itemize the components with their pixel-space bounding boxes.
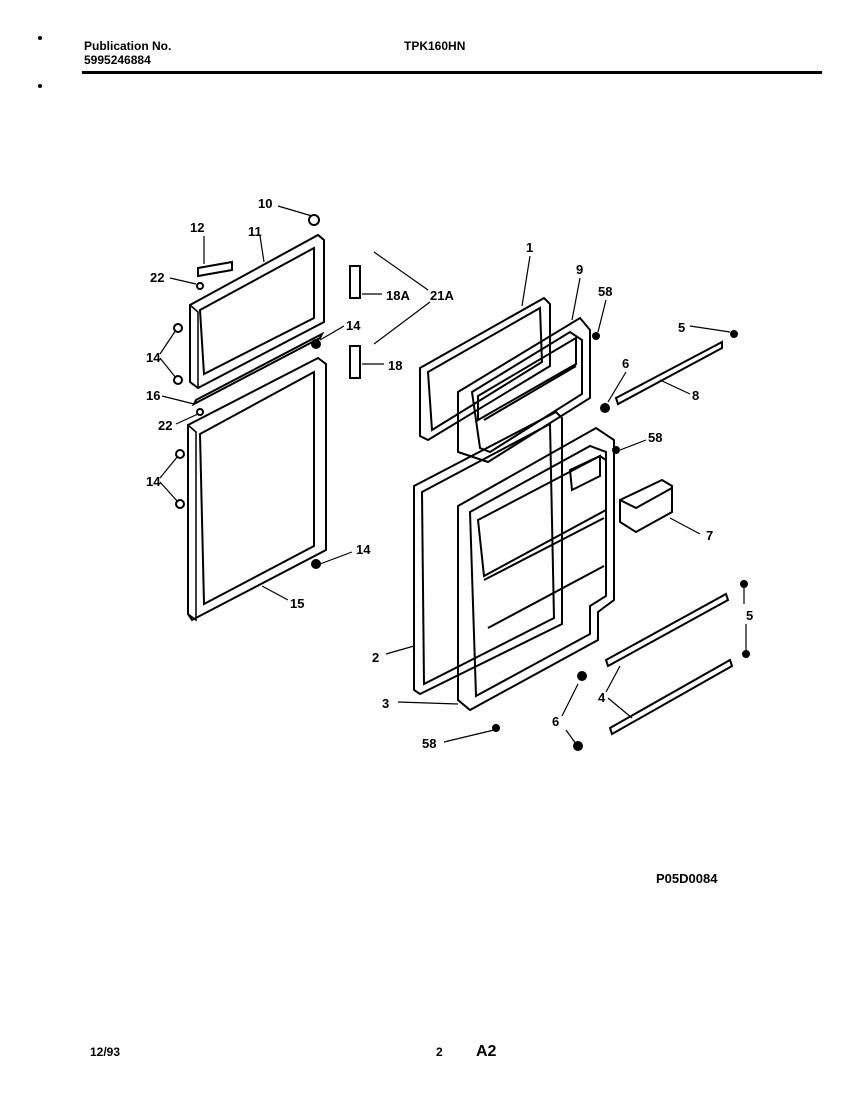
- part-58-screw: [492, 724, 500, 732]
- callout-14: 14: [346, 318, 361, 333]
- part-4-trim-upper: [604, 592, 730, 668]
- callout-14: 14: [146, 350, 161, 365]
- footer-date: 12/93: [90, 1045, 121, 1059]
- callout-7: 7: [706, 528, 713, 543]
- callout-22: 22: [150, 270, 164, 285]
- part-58-screw: [612, 446, 620, 454]
- callout-6: 6: [552, 714, 559, 729]
- part-6-hinge-pin: [577, 671, 587, 681]
- callout-58: 58: [598, 284, 612, 299]
- part-18a-handle: [349, 265, 361, 299]
- callout-8: 8: [692, 388, 699, 403]
- callout-22: 22: [158, 418, 172, 433]
- callout-5: 5: [746, 608, 753, 623]
- footer-page: 2: [436, 1045, 443, 1059]
- part-12-strip: [197, 260, 233, 278]
- callout-58: 58: [648, 430, 662, 445]
- part-58-screw: [592, 332, 600, 340]
- publication-label: Publication No.: [84, 39, 172, 53]
- part-15-fresh-food-door-frame: [187, 356, 327, 622]
- part-11-freezer-door-frame: [189, 233, 325, 390]
- part-14-plug: [173, 323, 183, 333]
- callout-21a: 21A: [430, 288, 454, 303]
- part-5-screw: [730, 330, 738, 338]
- callout-58: 58: [422, 736, 436, 751]
- callout-3: 3: [382, 696, 389, 711]
- part-14-plug: [175, 499, 185, 509]
- header-rule: [82, 71, 822, 74]
- callout-14: 14: [356, 542, 371, 557]
- part-14-plug: [311, 339, 321, 349]
- callout-11: 11: [248, 224, 262, 239]
- part-22-screw: [196, 282, 204, 290]
- callout-1: 1: [526, 240, 533, 255]
- diagram-reference-code: P05D0084: [656, 871, 718, 886]
- part-14-plug: [175, 449, 185, 459]
- part-4-trim-lower: [608, 658, 734, 736]
- part-14-plug: [173, 375, 183, 385]
- callout-10: 10: [258, 196, 272, 211]
- part-22-screw: [196, 408, 204, 416]
- part-2-lower-door-gasket: [413, 410, 563, 696]
- part-6-hinge-pin: [600, 403, 610, 413]
- part-7-door-bin: [619, 478, 673, 534]
- leader-lines: [159, 205, 747, 745]
- margin-dot: [38, 36, 42, 40]
- margin-dot: [38, 84, 42, 88]
- part-18-handle: [349, 345, 361, 379]
- part-1-upper-door-gasket: [419, 296, 551, 442]
- part-10-cap: [308, 214, 320, 226]
- part-14-plug: [311, 559, 321, 569]
- part-3-fresh-food-door-liner: [457, 426, 615, 712]
- part-9-freezer-door-liner: [457, 316, 591, 464]
- publication-number: 5995246884: [84, 53, 151, 67]
- footer-section: A2: [476, 1043, 497, 1060]
- model-number: TPK160HN: [404, 39, 466, 53]
- callout-6: 6: [622, 356, 629, 371]
- part-5-screw: [742, 650, 750, 658]
- callout-14: 14: [146, 474, 161, 489]
- part-5-screw: [740, 580, 748, 588]
- callout-12: 12: [190, 220, 204, 235]
- callout-5: 5: [678, 320, 685, 335]
- part-8-trim: [614, 340, 723, 406]
- callout-18a: 18A: [386, 288, 410, 303]
- callout-2: 2: [372, 650, 379, 665]
- callout-15: 15: [290, 596, 304, 611]
- callout-4: 4: [598, 690, 606, 705]
- callout-18: 18: [388, 358, 402, 373]
- callout-9: 9: [576, 262, 583, 277]
- part-16-strip: [191, 331, 325, 407]
- callout-16: 16: [146, 388, 160, 403]
